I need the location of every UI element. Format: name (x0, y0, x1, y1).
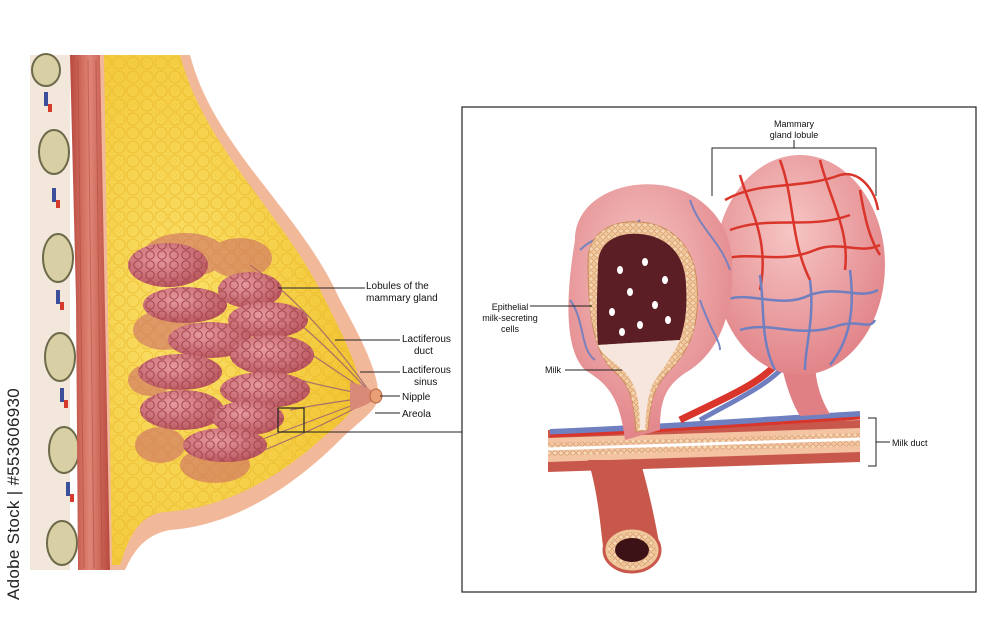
duct-artery (549, 416, 861, 438)
watermark-text: Adobe Stock | #553606930 (4, 387, 23, 600)
label-mammary-lobule-1: Mammary (774, 119, 814, 129)
detail-panel: Mammary gland lobule Epithelial milk-sec… (461, 106, 977, 593)
label-areola: Areola (402, 409, 431, 420)
duct-vein (549, 411, 861, 435)
label-epithelial-2: milk-secreting (482, 313, 538, 323)
milk-droplets (609, 258, 671, 336)
label-lobules-1: Lobules of the (366, 281, 429, 292)
label-epithelial-1: Epithelial (492, 302, 529, 312)
label-lact-sinus-1: Lactiferous (402, 365, 451, 376)
alveolus-lumen (596, 233, 687, 345)
right-labels: Mammary gland lobule Epithelial milk-sec… (482, 119, 928, 448)
left-leader-lines (278, 287, 462, 433)
ribs (31, 53, 80, 566)
pectoral-muscle (70, 55, 110, 570)
areola (350, 382, 380, 410)
intact-lobule (715, 155, 885, 375)
label-milk-duct: Milk duct (892, 438, 928, 448)
intercostal-vessels (44, 92, 74, 502)
label-lact-sinus-2: sinus (414, 377, 437, 388)
cut-duct (588, 460, 662, 574)
brackets (530, 140, 890, 467)
label-lact-duct-2: duct (414, 346, 433, 357)
label-lact-duct-1: Lactiferous (402, 334, 451, 345)
label-nipple: Nipple (402, 392, 431, 403)
label-mammary-lobule-2: gland lobule (770, 130, 819, 140)
label-lobules-2: mammary gland (366, 293, 438, 304)
mammary-lobules (128, 233, 314, 483)
left-labels: Lobules of the mammary gland Lactiferous… (366, 281, 451, 420)
label-milk: Milk (545, 365, 561, 375)
sectioned-lobule (568, 184, 733, 440)
label-epithelial-3: cells (501, 324, 520, 334)
zoom-indicator (277, 407, 305, 433)
breast-cross-section (30, 53, 383, 570)
